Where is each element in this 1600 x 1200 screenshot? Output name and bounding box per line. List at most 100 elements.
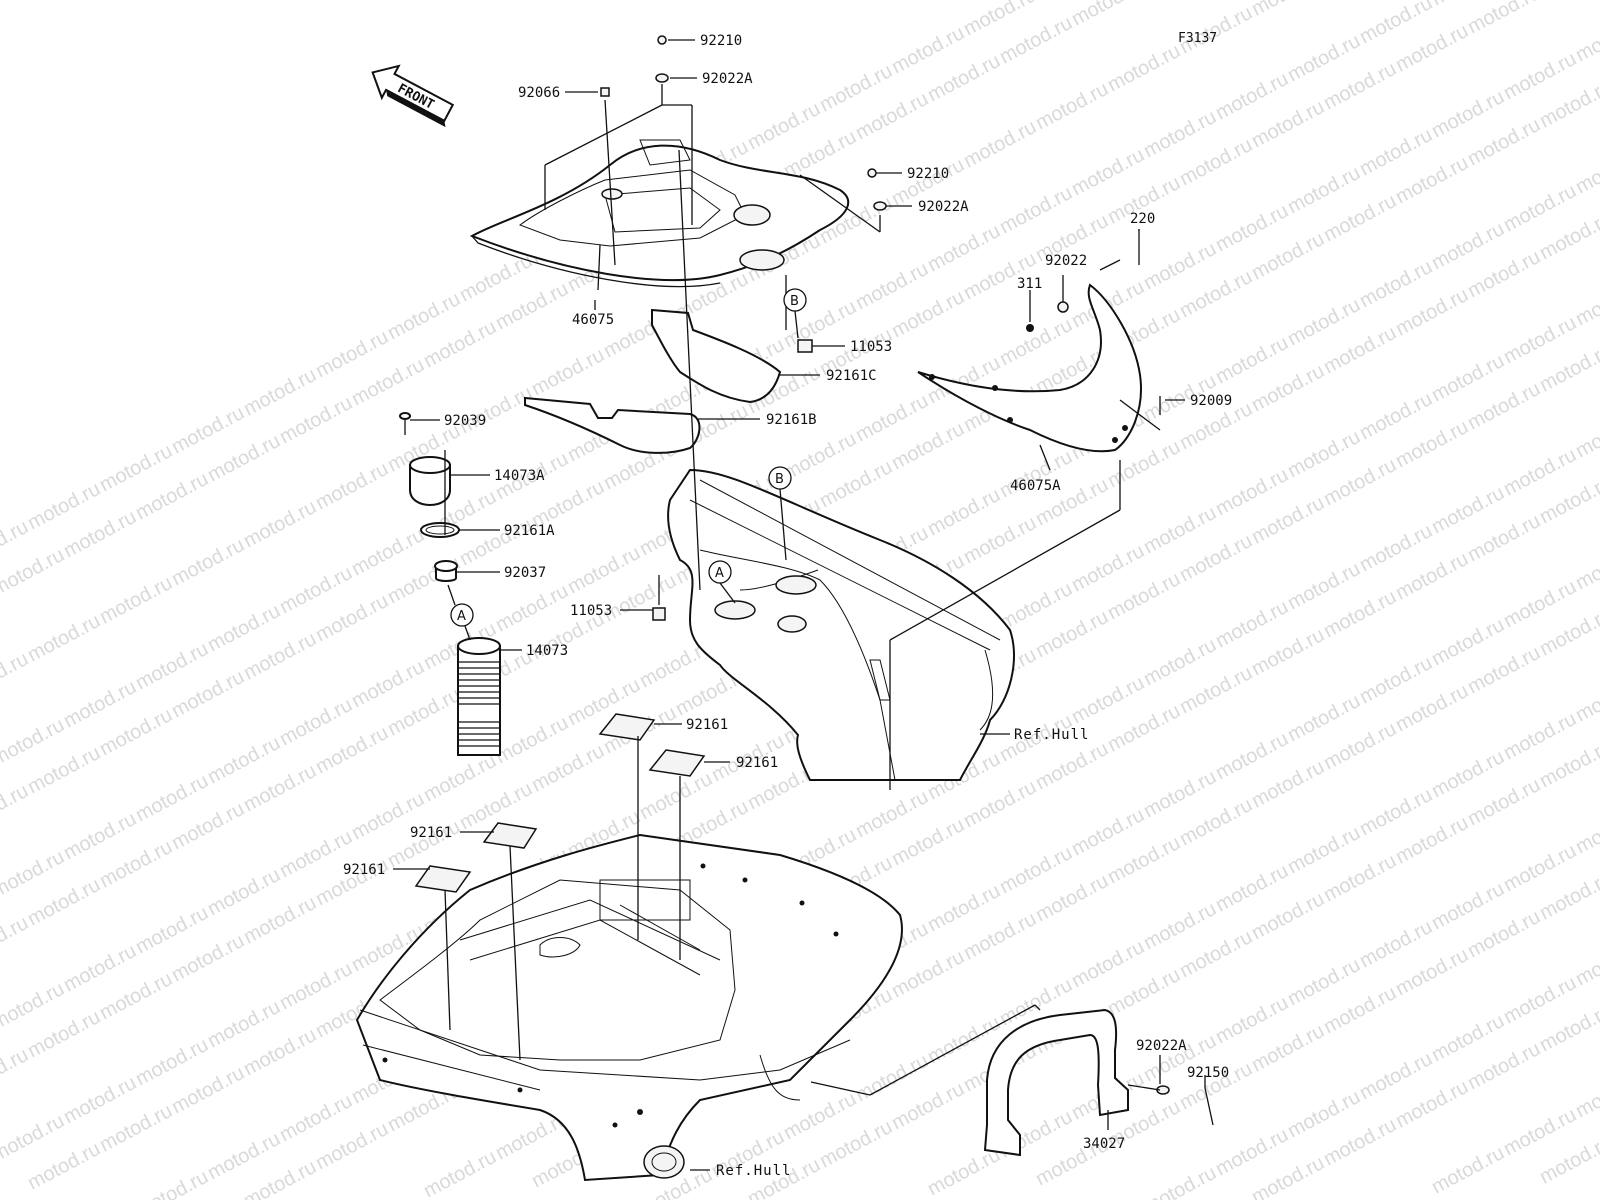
watermark: motod.ru [96, 836, 176, 892]
watermark: motod.ru [1248, 0, 1328, 20]
upper-cover-46075 [469, 139, 850, 288]
watermark: motod.ru [1320, 850, 1400, 906]
watermark: motod.ru [312, 458, 392, 514]
watermark: motod.ru [1248, 360, 1328, 416]
watermark: motod.ru [456, 382, 536, 438]
watermark: motod.ru [1572, 10, 1600, 66]
watermark: motod.ru [1176, 530, 1256, 586]
watermark: motod.ru [1320, 718, 1400, 774]
label-14073A: 14073A [494, 468, 545, 484]
label-92022A-bottom: 92022A [1136, 1038, 1187, 1054]
watermark: motod.ru [1464, 642, 1544, 698]
watermark: motod.ru [1572, 1066, 1600, 1122]
pad-92161-a [598, 713, 656, 741]
watermark: motod.ru [1320, 58, 1400, 114]
watermark: motod.ru [816, 456, 896, 512]
watermark: motod.ru [1320, 322, 1400, 378]
watermark: motod.ru [312, 1118, 392, 1174]
label-92037: 92037 [504, 565, 546, 581]
label-311: 311 [1017, 276, 1042, 292]
watermark: motod.ru [1464, 774, 1544, 830]
watermark: motod.ru [924, 50, 1004, 106]
watermark: motod.ru [168, 534, 248, 590]
watermark: motod.ru [24, 1006, 104, 1062]
watermark: motod.ru [420, 316, 500, 372]
watermark: motod.ru [1248, 228, 1328, 284]
label-ref-hull-bottom: Ref.Hull [716, 1163, 791, 1179]
watermark: motod.ru [1392, 20, 1472, 76]
label-ref-hull-mid: Ref.Hull [1014, 727, 1089, 743]
watermark: motod.ru [1248, 624, 1328, 680]
watermark: motod.ru [1104, 568, 1184, 624]
watermark: motod.ru [1248, 492, 1328, 548]
watermark: motod.ru [1320, 1114, 1400, 1170]
marker-a-mid: A [708, 560, 732, 584]
watermark: motod.ru [168, 666, 248, 722]
watermark: motod.ru [1572, 802, 1600, 858]
label-92210-top: 92210 [700, 33, 742, 49]
filler-neck-parts [399, 412, 501, 756]
label-92161B: 92161B [766, 412, 817, 428]
label-92022A-top: 92022A [702, 71, 753, 87]
label-92009: 92009 [1190, 393, 1232, 409]
watermark: motod.ru [960, 908, 1040, 964]
watermark: motod.ru [96, 968, 176, 1024]
watermark: motod.ru [24, 874, 104, 930]
hull-mid-section [667, 468, 1015, 781]
watermark: motod.ru [240, 1024, 320, 1080]
watermark: motod.ru [1464, 1038, 1544, 1094]
marker-b-mid: B [768, 466, 792, 490]
watermark: motod.ru [888, 1078, 968, 1134]
watermark: motod.ru [1320, 454, 1400, 510]
watermark: motod.ru [1176, 662, 1256, 718]
watermark: motod.ru [0, 912, 32, 968]
watermark: motod.ru [1032, 870, 1112, 926]
label-46075A: 46075A [1010, 478, 1061, 494]
marker-a-left: A [450, 603, 474, 627]
label-92022: 92022 [1045, 253, 1087, 269]
watermark: motod.ru [1572, 538, 1600, 594]
watermark: motod.ru [1104, 964, 1184, 1020]
pad-92161-d [414, 865, 472, 893]
watermark: motod.ru [1104, 832, 1184, 888]
watermark: motod.ru [0, 1044, 32, 1100]
watermark: motod.ru [240, 892, 320, 948]
watermark: motod.ru [888, 286, 968, 342]
watermark: motod.ru [1104, 40, 1184, 96]
watermark: motod.ru [1248, 96, 1328, 152]
watermark: motod.ru [60, 506, 140, 562]
label-92150: 92150 [1187, 1065, 1229, 1081]
watermark: motod.ru [1464, 906, 1544, 962]
watermark: motod.ru [528, 344, 608, 400]
watermark: motod.ru [1248, 756, 1328, 812]
watermark: motod.ru [1248, 888, 1328, 944]
watermark: motod.ru [960, 776, 1040, 832]
watermark: motod.ru [132, 468, 212, 524]
watermark: motod.ru [888, 814, 968, 870]
watermark: motod.ru [492, 278, 572, 334]
hull-lower [355, 833, 903, 1182]
label-92161C: 92161C [826, 368, 877, 384]
label-92210-right: 92210 [907, 166, 949, 182]
watermark: motod.ru [168, 930, 248, 986]
gasket-92161B [524, 396, 701, 454]
watermark: motod.ru [96, 1100, 176, 1156]
watermark: motod.ru [168, 1062, 248, 1118]
watermark: motod.ru [204, 430, 284, 486]
watermark: motod.ru [780, 126, 860, 182]
label-11053-top: 11053 [850, 339, 892, 355]
watermark: motod.ru [24, 742, 104, 798]
label-34027: 34027 [1083, 1136, 1125, 1152]
label-46075: 46075 [572, 312, 614, 328]
label-92161A: 92161A [504, 523, 555, 539]
pad-92161-b [648, 749, 706, 777]
watermark: motod.ru [312, 590, 392, 646]
leader-lines [393, 39, 1206, 1171]
watermark: motod.ru [276, 392, 356, 448]
front-arrow: FRONT [371, 64, 455, 128]
watermark: motod.ru [0, 780, 32, 836]
watermark: motod.ru [960, 116, 1040, 172]
label-220: 220 [1130, 211, 1155, 227]
watermark: motod.ru [1428, 1142, 1508, 1198]
